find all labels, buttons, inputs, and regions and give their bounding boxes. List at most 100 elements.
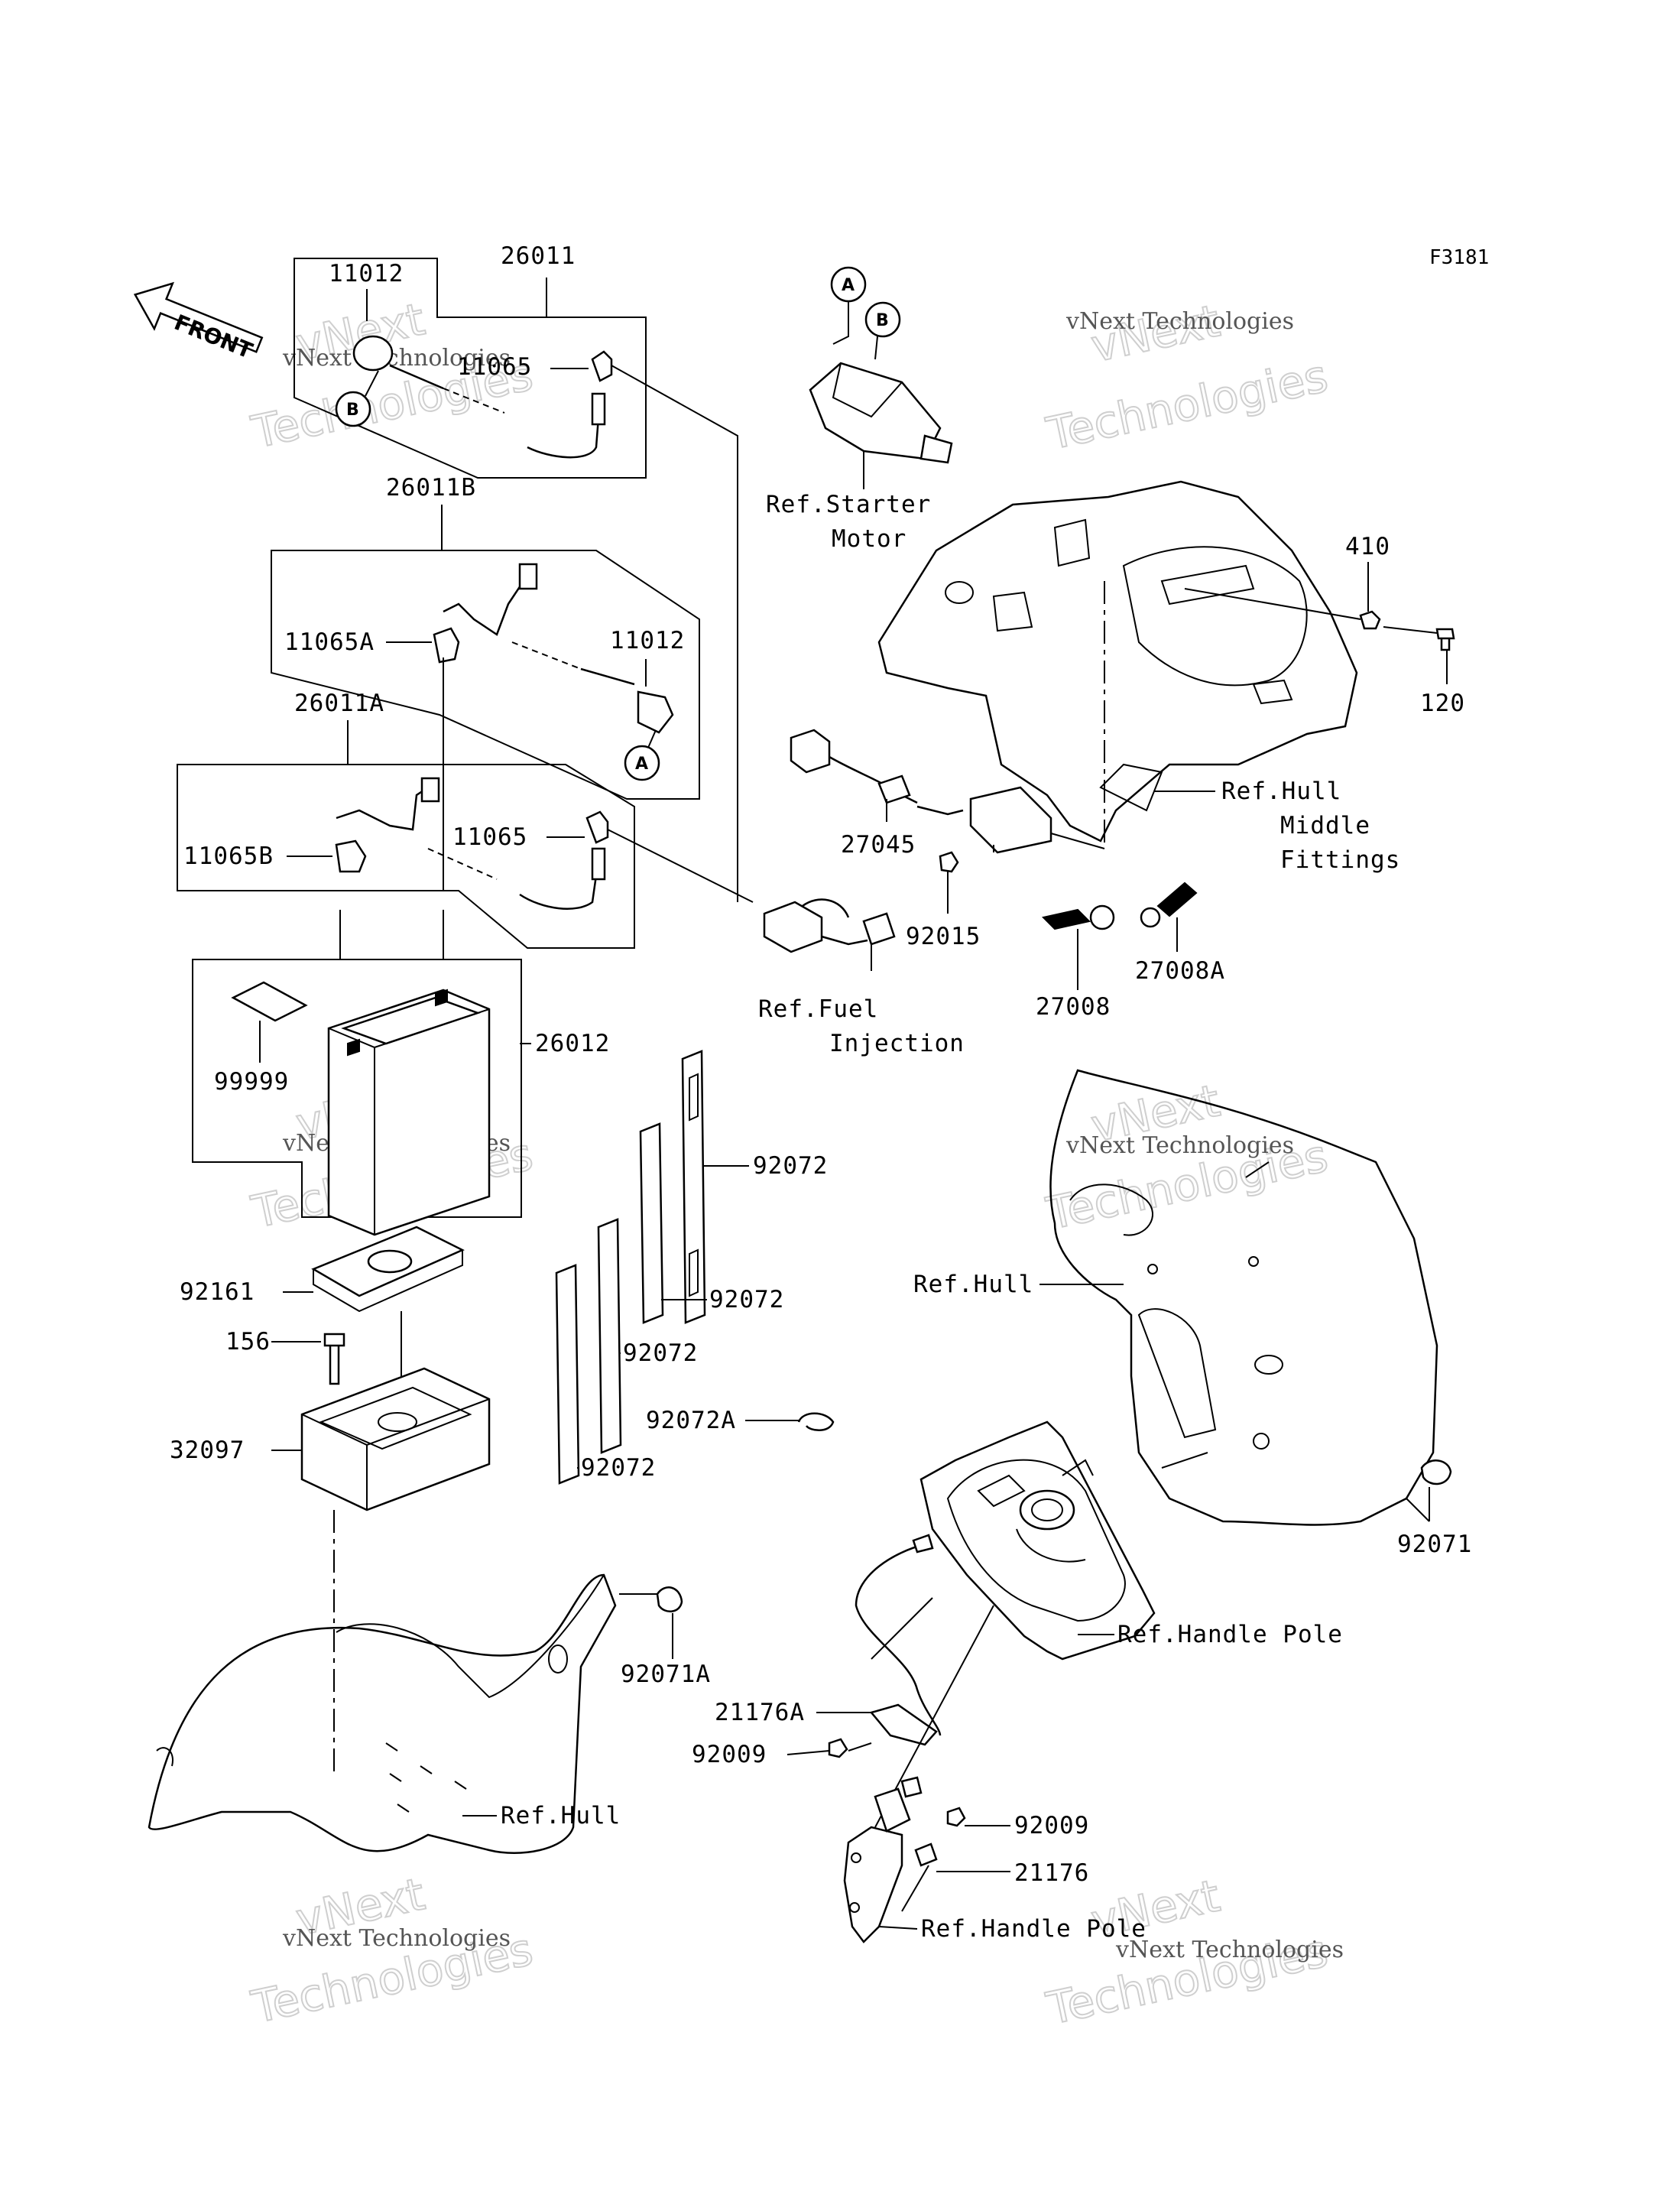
label-156: 156 — [225, 1328, 271, 1355]
boot-11065-mid — [585, 810, 609, 844]
label-11012-mid: 11012 — [610, 627, 685, 654]
label-26012: 26012 — [535, 1030, 610, 1057]
ref-fuel-line2: Injection — [829, 1030, 965, 1057]
label-92161: 92161 — [180, 1278, 255, 1306]
label-27045: 27045 — [841, 831, 916, 859]
label-92072-c: 92072 — [581, 1454, 656, 1482]
label-26011: 26011 — [501, 242, 576, 270]
grommet-92071 — [1420, 1459, 1452, 1485]
strap-92072-d — [597, 1218, 622, 1454]
hull-bottom-left — [148, 1573, 617, 1854]
cable-26011B — [443, 580, 525, 636]
bolt-120 — [1435, 628, 1455, 651]
starter-motor — [809, 362, 953, 489]
figure-code: F3181 — [1429, 246, 1489, 269]
box-26011B — [271, 550, 700, 800]
label-92071: 92071 — [1397, 1531, 1472, 1558]
callout-b-top-left — [335, 391, 371, 427]
callout-a-mid — [624, 745, 660, 781]
callout-b-text: B — [876, 311, 889, 330]
ref-hull-mid-line1: Ref.Hull — [1221, 778, 1341, 805]
front-arrow-icon: FRONT — [133, 281, 264, 364]
watermark-small-bottom-right: vNext Technologies — [1115, 1937, 1344, 1963]
box-26011A — [177, 764, 635, 949]
label-92015: 92015 — [906, 923, 981, 950]
screw-92009-b — [946, 1807, 966, 1827]
label-11065B: 11065B — [183, 843, 274, 870]
key-27008A — [1140, 881, 1198, 928]
strap-92072-c — [555, 1264, 580, 1485]
cable-26011A — [336, 786, 429, 831]
label-92072-a: 92072 — [753, 1152, 828, 1180]
label-92009-b: 92009 — [1014, 1812, 1089, 1839]
label-11065A: 11065A — [284, 628, 375, 656]
label-26011B: 26011B — [386, 474, 476, 502]
battery-26012 — [327, 989, 491, 1236]
bolt-156 — [323, 1333, 345, 1385]
boot-11065A — [433, 627, 460, 664]
callout-a-text: A — [635, 755, 648, 774]
label-11065-top: 11065 — [457, 353, 532, 381]
ref-handle-pole-right: Ref.Handle Pole — [1117, 1621, 1343, 1648]
battery-case-32097 — [300, 1367, 491, 1511]
nut-92015 — [939, 851, 959, 873]
watermark-small-bottom-left: vNext Technologies — [282, 1925, 511, 1952]
strap-92072-b — [639, 1122, 664, 1324]
watermark-small-mid-right: vNext Technologies — [1065, 1132, 1294, 1159]
boot-11065-top — [591, 350, 613, 382]
key-27008 — [1042, 904, 1115, 930]
cable-26011 — [389, 364, 444, 390]
callout-b-top — [864, 301, 901, 338]
label-11065-mid: 11065 — [452, 823, 527, 851]
boot-11065B — [335, 839, 367, 873]
ref-starter-line1: Ref.Starter — [766, 491, 931, 518]
callout-b-text: B — [346, 401, 359, 420]
cap-11012-top — [352, 335, 394, 372]
label-21176: 21176 — [1014, 1859, 1089, 1887]
label-27008A: 27008A — [1135, 957, 1225, 985]
ref-hull-mid-line3: Fittings — [1280, 846, 1400, 874]
watermark-big-line2: Technologies — [1042, 350, 1332, 460]
label-92072-d: 92072 — [623, 1339, 698, 1367]
ref-handle-pole-bottom: Ref.Handle Pole — [921, 1915, 1146, 1943]
grommet-92071A — [656, 1586, 683, 1612]
label-92072A: 92072A — [646, 1407, 736, 1434]
label-120: 120 — [1420, 690, 1465, 717]
label-26011A: 26011A — [294, 690, 384, 717]
label-21176A: 21176A — [715, 1699, 805, 1726]
callout-a-text: A — [842, 276, 855, 295]
box-26012 — [192, 959, 522, 1218]
ref-starter-line2: Motor — [832, 525, 906, 553]
battery-cover-92161 — [311, 1226, 465, 1313]
watermark-small-top-right: vNext Technologies — [1065, 308, 1294, 335]
nut-410 — [1359, 610, 1381, 630]
handle-pole-plate — [919, 1420, 1156, 1661]
label-11012-top: 11012 — [329, 260, 404, 287]
watermark-small-top-left: vNext Technologies — [282, 345, 511, 372]
relay-27045 — [790, 729, 1052, 854]
label-92072-b: 92072 — [709, 1286, 784, 1313]
watermark-top-right: vNext Technologies — [1041, 294, 1333, 460]
ref-fuel-line1: Ref.Fuel — [758, 995, 878, 1023]
label-27008: 27008 — [1036, 993, 1111, 1021]
screw-92009-a — [828, 1738, 848, 1758]
label-92009-a: 92009 — [692, 1741, 767, 1768]
hull-right — [1049, 1069, 1438, 1526]
label-99999: 99999 — [214, 1068, 289, 1096]
hull-middle-fittings — [877, 480, 1358, 843]
strap-92072-a — [681, 1050, 706, 1324]
ref-hull-mid-line2: Middle — [1280, 812, 1370, 839]
fuel-injection-module — [763, 898, 896, 971]
label-sheet-99999 — [231, 981, 308, 1022]
clamp-21176A — [869, 1703, 938, 1746]
clamp-21176 — [914, 1842, 938, 1867]
cap-11012-mid — [637, 690, 674, 734]
ref-hull-bottom: Ref.Hull — [501, 1802, 621, 1830]
label-410: 410 — [1345, 533, 1390, 560]
ref-hull-right: Ref.Hull — [913, 1271, 1033, 1298]
clip-92072A — [797, 1412, 835, 1431]
label-92071A: 92071A — [621, 1661, 711, 1688]
sensor-cable — [855, 1543, 942, 1736]
handle-pole-bottom — [843, 1776, 923, 1943]
